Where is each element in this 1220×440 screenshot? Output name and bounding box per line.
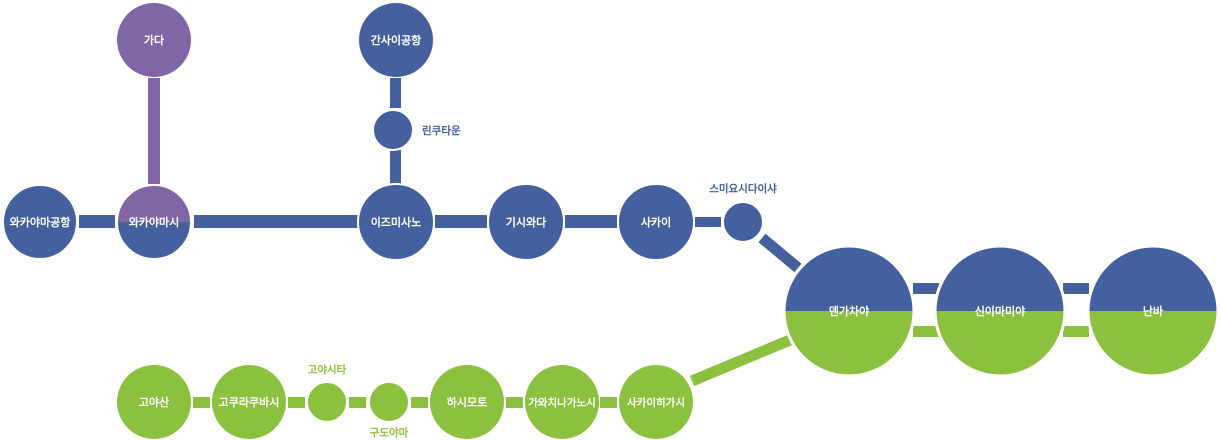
station-marker[interactable] <box>722 201 764 243</box>
station-kansai-airport[interactable]: 간사이공항 <box>359 3 433 77</box>
station-label: 가다 <box>144 33 165 47</box>
line-segment <box>1063 283 1089 294</box>
station-label: 와카야마시 <box>129 215 180 229</box>
station-marker[interactable] <box>116 184 192 260</box>
station-marker[interactable] <box>212 365 286 439</box>
station-label: 고쿠라쿠바시 <box>219 395 280 409</box>
station-kawachinagano[interactable]: 가와치나가노시 <box>525 365 599 439</box>
station-wakayamashi[interactable]: 와카야마시 <box>115 184 195 260</box>
line-segment <box>390 150 401 184</box>
station-izumisano[interactable]: 이즈미사노 <box>357 183 435 261</box>
station-sumiyoshitaisha[interactable]: 스미요시다이샤 <box>709 182 777 243</box>
station-marker[interactable] <box>782 244 916 378</box>
station-hashimoto[interactable]: 하시모토 <box>430 365 504 439</box>
line-segment <box>695 217 721 227</box>
station-label: 하시모토 <box>447 395 487 409</box>
station-marker[interactable] <box>368 381 410 423</box>
station-label: 스미요시다이샤 <box>709 182 777 195</box>
line-segment <box>411 397 428 408</box>
line-segment <box>600 397 617 408</box>
station-kada[interactable]: 가다 <box>117 3 191 77</box>
station-label: 사카이히가시 <box>627 396 685 409</box>
airport-line <box>390 78 401 184</box>
line-segment <box>349 397 366 408</box>
line-segment <box>689 334 793 387</box>
station-marker[interactable] <box>357 183 435 261</box>
station-rinku-town[interactable]: 린쿠타운 <box>372 109 461 151</box>
station-label: 고야산 <box>139 395 169 409</box>
station-namba[interactable]: 난바 <box>1085 240 1220 382</box>
line-segment <box>288 397 305 408</box>
station-marker[interactable] <box>359 3 433 77</box>
station-label: 난바 <box>1143 304 1164 318</box>
station-marker[interactable] <box>933 244 1067 378</box>
station-kudoyama[interactable]: 구도야마 <box>368 381 410 439</box>
station-label: 와카야마공항 <box>10 215 71 229</box>
station-label: 고야시타 <box>308 363 347 376</box>
line-segment <box>193 397 210 408</box>
station-gokurakubashi[interactable]: 고쿠라쿠바시 <box>212 365 286 439</box>
station-shin-imamiya[interactable]: 신이마미야 <box>930 240 1070 382</box>
station-label: 사카이 <box>641 215 671 229</box>
line-segment <box>1063 326 1089 337</box>
line-segment <box>506 397 523 408</box>
line-segment <box>390 78 401 108</box>
nankai-line <box>79 215 1089 294</box>
line-segment <box>565 215 617 228</box>
line-segment <box>194 215 358 228</box>
station-label: 덴가차야 <box>829 304 869 318</box>
line-segment <box>435 215 487 228</box>
line-segment <box>913 283 939 294</box>
line-segment <box>79 215 115 228</box>
station-marker[interactable] <box>117 3 191 77</box>
station-marker[interactable] <box>617 183 695 261</box>
station-marker[interactable] <box>306 381 348 423</box>
kada-line <box>148 78 160 184</box>
station-kishiwada[interactable]: 기시와다 <box>487 183 565 261</box>
station-koyashita[interactable]: 고야시타 <box>306 363 348 423</box>
station-label: 구도야마 <box>370 426 409 439</box>
station-label: 린쿠타운 <box>422 124 461 137</box>
station-marker[interactable] <box>372 109 414 151</box>
station-label: 신이마미야 <box>975 304 1026 318</box>
station-wakayama-airport[interactable]: 와카야마공항 <box>2 184 78 260</box>
station-label: 간사이공항 <box>371 33 422 47</box>
station-marker[interactable] <box>525 365 599 439</box>
station-marker[interactable] <box>2 184 78 260</box>
station-sakaihigashi[interactable]: 사카이히가시 <box>619 365 693 439</box>
line-segment <box>148 78 160 184</box>
station-tengachaya[interactable]: 덴가차야 <box>780 240 920 382</box>
station-marker[interactable] <box>619 365 693 439</box>
station-marker[interactable] <box>487 183 565 261</box>
station-label: 기시와다 <box>506 215 547 229</box>
station-label: 이즈미사노 <box>371 215 422 229</box>
koya-line <box>193 326 1089 408</box>
station-marker[interactable] <box>117 365 191 439</box>
line-segment <box>913 326 939 337</box>
station-label: 가와치나가노시 <box>528 396 596 409</box>
station-marker[interactable] <box>1086 244 1220 378</box>
line-segment <box>758 233 802 273</box>
station-koyasan[interactable]: 고야산 <box>117 365 191 439</box>
station-marker[interactable] <box>430 365 504 439</box>
station-sakai[interactable]: 사카이 <box>617 183 695 261</box>
